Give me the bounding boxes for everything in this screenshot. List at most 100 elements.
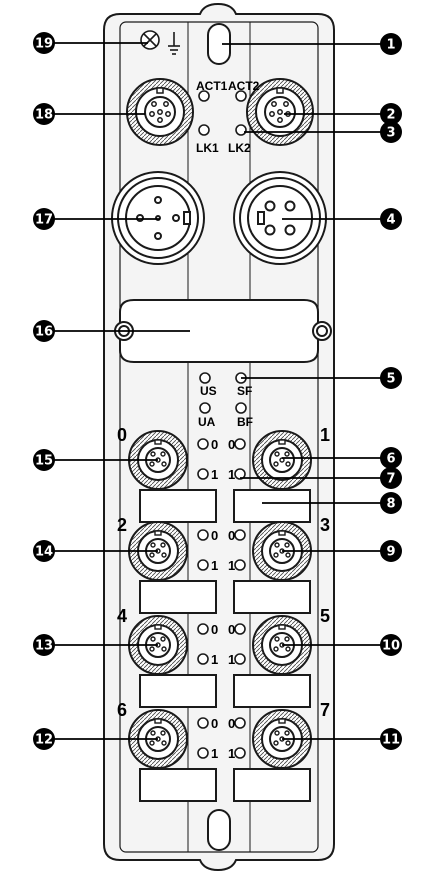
callout-3: 3 (244, 121, 402, 143)
channel-led-label: 0 (211, 622, 218, 637)
channel-led (234, 653, 246, 665)
channel-led-label: 1 (228, 652, 235, 667)
callout-number: 19 (35, 37, 53, 52)
label-ua: UA (198, 415, 216, 429)
channel-led-label: 0 (228, 716, 235, 731)
callout-1: 1 (222, 33, 402, 55)
led-ua (199, 402, 211, 414)
port-number-4: 4 (117, 606, 127, 626)
callout-15: 15 (33, 449, 158, 471)
port-label-plate (233, 768, 311, 802)
callout-number: 18 (35, 108, 53, 123)
led-us (199, 372, 211, 384)
label-bf: BF (237, 415, 253, 429)
callout-number: 6 (386, 452, 395, 467)
port-number-3: 3 (320, 515, 330, 535)
port-label-plate (233, 674, 311, 708)
led-labels: ACT1 ACT2 LK1 LK2 US SF UA BF (196, 79, 260, 429)
port-label-plate (139, 768, 217, 802)
led-act2 (235, 90, 247, 102)
callout-13: 13 (33, 634, 158, 656)
mounting-holes (207, 23, 231, 851)
callout-number: 12 (35, 733, 53, 748)
callout-number: 2 (386, 108, 395, 123)
callout-8: 8 (262, 492, 402, 514)
channel-led (197, 468, 209, 480)
channel-led (197, 653, 209, 665)
port-number-6: 6 (117, 700, 127, 720)
callout-9: 9 (282, 540, 402, 562)
port-number-2: 2 (117, 515, 127, 535)
callout-number: 17 (35, 213, 53, 228)
callout-7: 7 (240, 467, 402, 489)
port-label-plate (139, 580, 217, 614)
callout-number: 14 (35, 545, 53, 560)
label-us: US (200, 384, 217, 398)
channel-led (197, 438, 209, 450)
port-number-labels: 0 1 2 3 4 5 6 7 (117, 425, 330, 720)
ethernet-port-left (126, 78, 194, 146)
callout-number: 15 (35, 454, 53, 469)
callout-4: 4 (282, 208, 402, 230)
channel-led-label: 1 (211, 558, 218, 573)
callout-number: 1 (386, 38, 395, 53)
callout-18: 18 (33, 103, 145, 125)
port-label-plate (233, 580, 311, 614)
power-connector-left (111, 171, 205, 265)
port-label-plate (139, 674, 217, 708)
channel-led-label: 1 (211, 746, 218, 761)
label-act2: ACT2 (228, 79, 260, 93)
callout-number: 3 (386, 126, 395, 141)
channel-led (197, 747, 209, 759)
led-bf (235, 402, 247, 414)
power-connector-right (233, 171, 327, 265)
label-lk2: LK2 (228, 141, 251, 155)
callout-10: 10 (282, 634, 402, 656)
channel-led-label: 0 (228, 622, 235, 637)
channel-led (234, 623, 246, 635)
channel-led (234, 559, 246, 571)
channel-led-label: 0 (211, 528, 218, 543)
port-number-0: 0 (117, 425, 127, 445)
port-label-plate (233, 489, 311, 523)
channel-led (197, 529, 209, 541)
callout-2: 2 (284, 103, 402, 125)
io-port-1 (252, 430, 312, 490)
callout-number: 13 (35, 639, 53, 654)
callout-17: 17 (33, 208, 160, 230)
led-act1 (198, 90, 210, 102)
callout-5: 5 (241, 367, 402, 389)
callout-14: 14 (33, 540, 158, 562)
callout-number: 4 (386, 213, 395, 228)
port-number-5: 5 (320, 606, 330, 626)
callout-number: 5 (386, 372, 395, 387)
bottom-mounting-hole (207, 809, 231, 851)
channel-led (234, 468, 246, 480)
status-leds (198, 90, 247, 414)
ethernet-ports (126, 78, 314, 146)
callout-number: 16 (35, 325, 53, 340)
callout-12: 12 (33, 728, 158, 750)
channel-led-label: 0 (211, 437, 218, 452)
callout-11: 11 (282, 728, 402, 750)
channel-led (197, 559, 209, 571)
port-number-7: 7 (320, 700, 330, 720)
callout-number: 11 (382, 733, 400, 748)
port-label-plate (139, 489, 217, 523)
label-act1: ACT1 (196, 79, 228, 93)
led-lk1 (198, 124, 210, 136)
channel-led-label: 1 (228, 558, 235, 573)
channel-led-label: 1 (211, 652, 218, 667)
channel-led (197, 717, 209, 729)
channel-led-label: 1 (228, 746, 235, 761)
ethernet-port-right (246, 78, 314, 146)
channel-led (197, 623, 209, 635)
channel-led-label: 0 (228, 528, 235, 543)
label-sf: SF (237, 384, 252, 398)
